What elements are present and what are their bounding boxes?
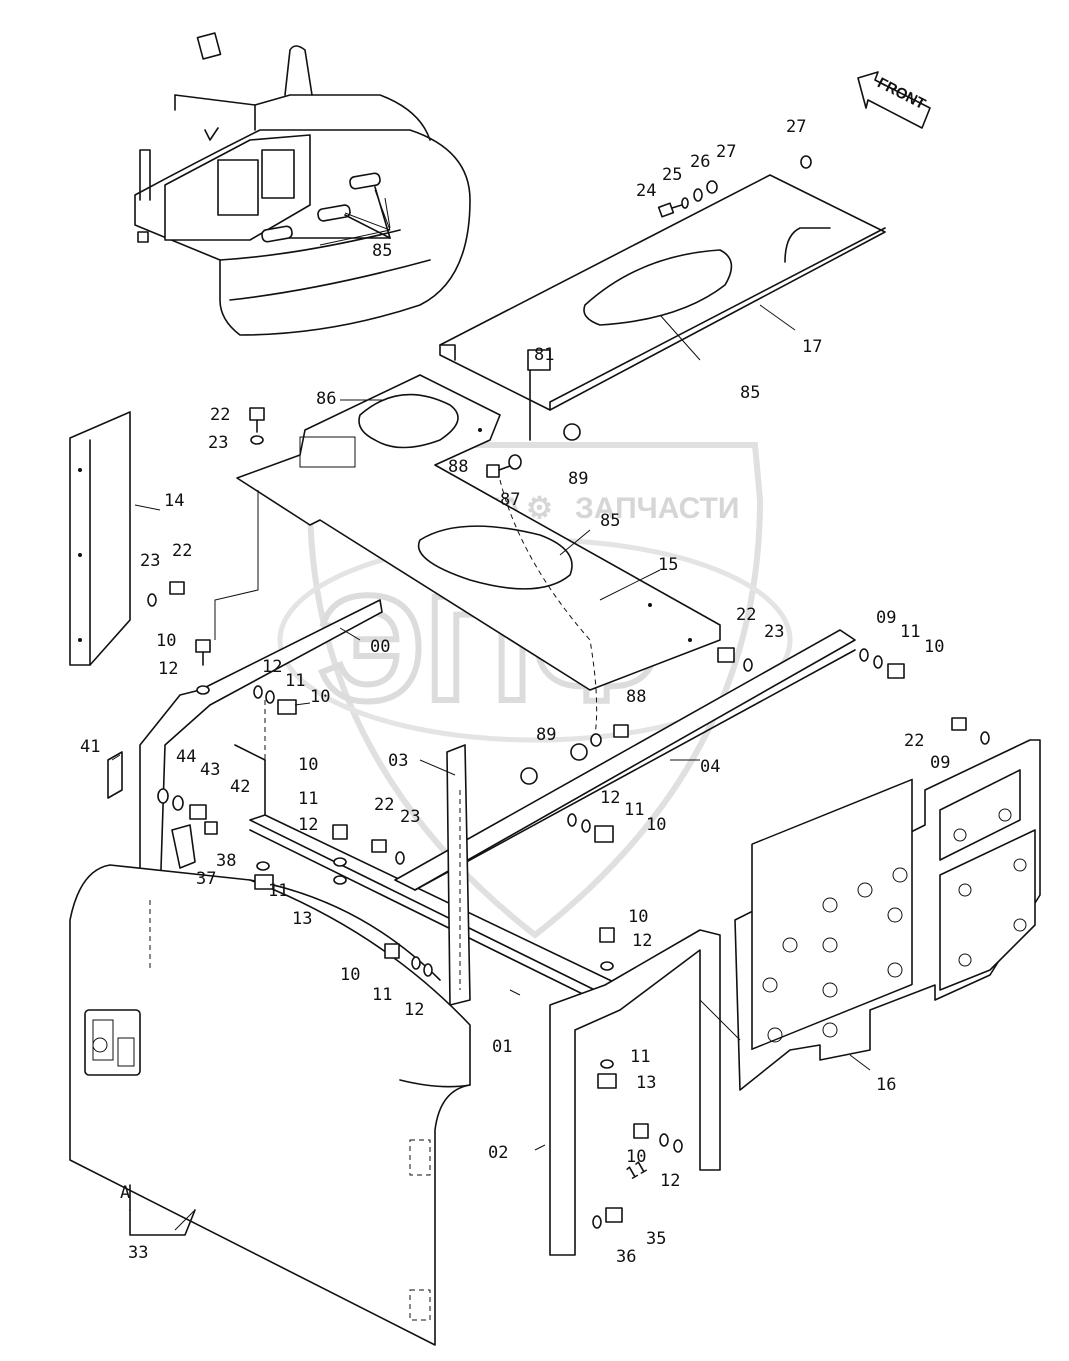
front-direction-arrow: FRONT (857, 71, 931, 129)
callout-A: A (120, 1183, 130, 1203)
callout-03: 03 (388, 751, 408, 771)
callout-23: 23 (208, 433, 228, 453)
callout-25: 25 (662, 165, 682, 185)
callout-38: 38 (216, 851, 236, 871)
callout-12: 12 (158, 659, 178, 679)
callout-12: 12 (404, 1000, 424, 1020)
callout-10: 10 (340, 965, 360, 985)
callout-44: 44 (176, 747, 196, 767)
side-panel-16 (734, 739, 1041, 1091)
callout-43: 43 (200, 760, 220, 780)
callout-22: 22 (904, 731, 924, 751)
callout-02: 02 (488, 1143, 508, 1163)
callout-11: 11 (630, 1047, 650, 1067)
callout-88: 88 (448, 457, 468, 477)
callout-22: 22 (736, 605, 756, 625)
hardware (107, 155, 990, 1229)
callout-42: 42 (230, 777, 250, 797)
callout-10: 10 (156, 631, 176, 651)
callout-24: 24 (636, 181, 656, 201)
callout-10: 10 (924, 637, 944, 657)
callout-35: 35 (646, 1229, 666, 1249)
callout-10: 10 (626, 1147, 646, 1167)
floor-plate-15 (236, 374, 721, 691)
callout-81: 81 (534, 345, 554, 365)
callout-27: 27 (786, 117, 806, 137)
callout-23: 23 (400, 807, 420, 827)
callout-22: 22 (210, 405, 230, 425)
callout-15: 15 (658, 555, 678, 575)
callout-16: 16 (876, 1075, 896, 1095)
callout-10: 10 (646, 815, 666, 835)
callout-12: 12 (600, 788, 620, 808)
callout-01: 01 (492, 1037, 512, 1057)
callout-09: 09 (930, 753, 950, 773)
callout-10: 10 (298, 755, 318, 775)
callout-12: 12 (632, 931, 652, 951)
callout-23: 23 (140, 551, 160, 571)
callout-86: 86 (316, 389, 336, 409)
callout-89: 89 (536, 725, 556, 745)
callout-11: 11 (268, 881, 288, 901)
callout-23: 23 (764, 622, 784, 642)
callout-04: 04 (700, 757, 720, 777)
callout-22: 22 (172, 541, 192, 561)
callout-11: 11 (298, 789, 318, 809)
callout-36: 36 (616, 1247, 636, 1267)
watermark-right-text: ЗАПЧАСТИ (575, 492, 739, 525)
callout-13: 13 (636, 1073, 656, 1093)
callout-87: 87 (500, 490, 520, 510)
callout-labels: 27 26 27 25 24 85 17 85 81 86 22 23 88 8… (80, 117, 950, 1267)
side-door-33 (69, 864, 471, 1346)
side-panel-14 (69, 411, 131, 666)
callout-37: 37 (196, 869, 216, 889)
cab-overview (134, 32, 471, 336)
callout-12: 12 (262, 657, 282, 677)
callout-85: 85 (372, 241, 392, 261)
callout-12: 12 (660, 1171, 680, 1191)
callout-14: 14 (164, 491, 184, 511)
callout-17: 17 (802, 337, 822, 357)
callout-11: 11 (372, 985, 392, 1005)
top-cover-17 (439, 174, 886, 441)
callout-33: 33 (128, 1243, 148, 1263)
callout-22: 22 (374, 795, 394, 815)
callout-41: 41 (80, 737, 100, 757)
callout-10: 10 (310, 687, 330, 707)
callout-13: 13 (292, 909, 312, 929)
callout-88: 88 (626, 687, 646, 707)
callout-11: 11 (285, 671, 305, 691)
callout-11: 11 (900, 622, 920, 642)
callout-09: 09 (876, 608, 896, 628)
callout-10: 10 (628, 907, 648, 927)
callout-12: 12 (298, 815, 318, 835)
callout-26: 26 (690, 152, 710, 172)
leader-lines (111, 189, 871, 1231)
callout-85: 85 (600, 511, 620, 531)
callout-85: 85 (740, 383, 760, 403)
callout-89: 89 (568, 469, 588, 489)
callout-11: 11 (624, 800, 644, 820)
callout-00: 00 (370, 637, 390, 657)
callout-27: 27 (716, 142, 736, 162)
